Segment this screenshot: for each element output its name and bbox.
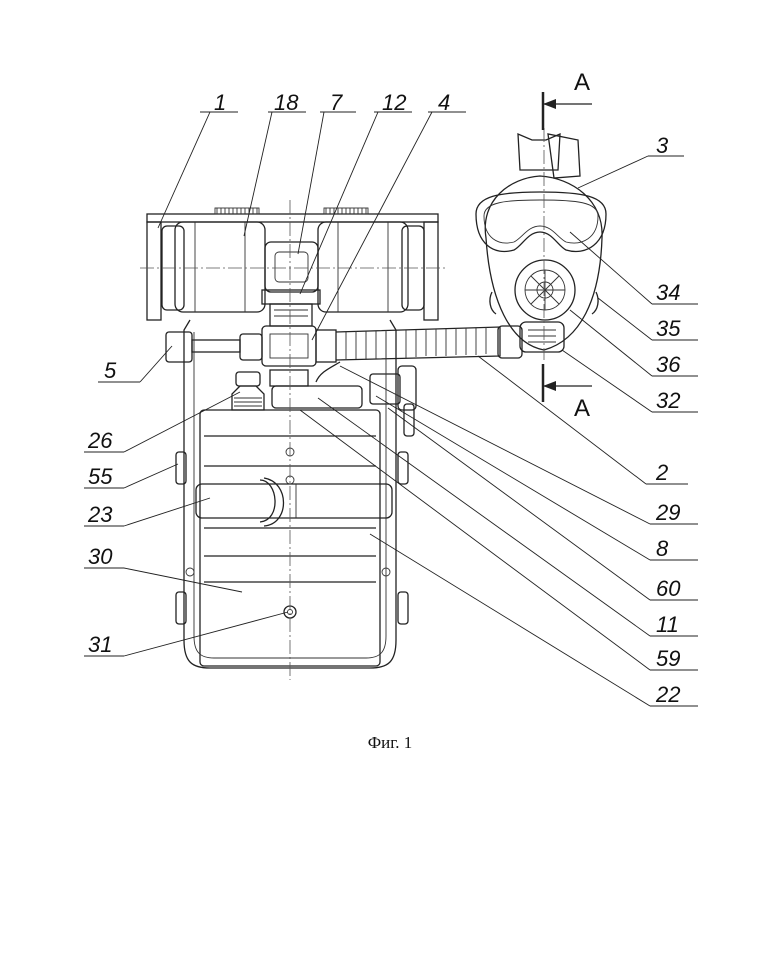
callout-29: 29 — [655, 500, 680, 525]
callout-36: 36 — [656, 352, 681, 377]
callout-34: 34 — [656, 280, 680, 305]
section-mark-bottom: A — [574, 395, 590, 422]
callout-22: 22 — [655, 682, 680, 707]
cartridge-left — [162, 208, 265, 312]
callout-4: 4 — [438, 90, 450, 115]
callout-31: 31 — [88, 632, 112, 657]
callout-3: 3 — [656, 133, 669, 158]
callout-60: 60 — [656, 576, 681, 601]
figure-caption: Фиг. 1 — [0, 733, 780, 753]
callout-12: 12 — [382, 90, 406, 115]
callout-1: 1 — [214, 90, 226, 115]
breathing-hose — [316, 326, 522, 382]
cartridge-right — [318, 208, 424, 312]
callout-7: 7 — [330, 90, 343, 115]
apparatus-body — [140, 200, 522, 680]
callout-26: 26 — [87, 428, 113, 453]
callout-8: 8 — [656, 536, 669, 561]
callout-11: 11 — [656, 612, 679, 637]
callout-59: 59 — [656, 646, 680, 671]
section-mark-top: A — [574, 69, 590, 96]
callout-5: 5 — [104, 358, 117, 383]
callout-30: 30 — [88, 544, 113, 569]
callout-18: 18 — [274, 90, 299, 115]
face-mask — [476, 128, 606, 360]
callout-23: 23 — [87, 502, 113, 527]
callout-55: 55 — [88, 464, 113, 489]
callout-35: 35 — [656, 316, 681, 341]
callout-2: 2 — [655, 460, 668, 485]
section-marks: A A — [543, 69, 592, 422]
callout-32: 32 — [656, 388, 680, 413]
side-handles — [176, 404, 414, 624]
